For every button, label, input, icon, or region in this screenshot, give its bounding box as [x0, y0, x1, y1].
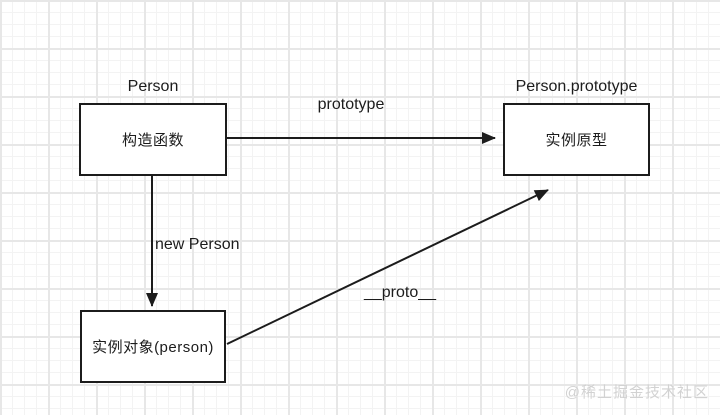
prototype-node: 实例原型	[503, 103, 650, 176]
constructor-node-title: Person	[127, 78, 179, 95]
edge-label-proto: __proto__	[363, 284, 437, 301]
instance-node: 实例对象(person)	[80, 310, 226, 383]
edge-proto-arrow	[226, 189, 549, 345]
constructor-node: 构造函数	[79, 103, 227, 176]
prototype-node-label: 实例原型	[545, 132, 608, 149]
juejin-watermark: @稀土掘金技术社区	[564, 384, 709, 401]
edge-label-prototype: prototype	[317, 96, 385, 113]
prototype-node-title: Person.prototype	[515, 78, 638, 95]
constructor-node-label: 构造函数	[121, 132, 184, 149]
instance-node-label: 实例对象(person)	[92, 339, 214, 356]
edge-label-new-person: new Person	[155, 236, 240, 253]
